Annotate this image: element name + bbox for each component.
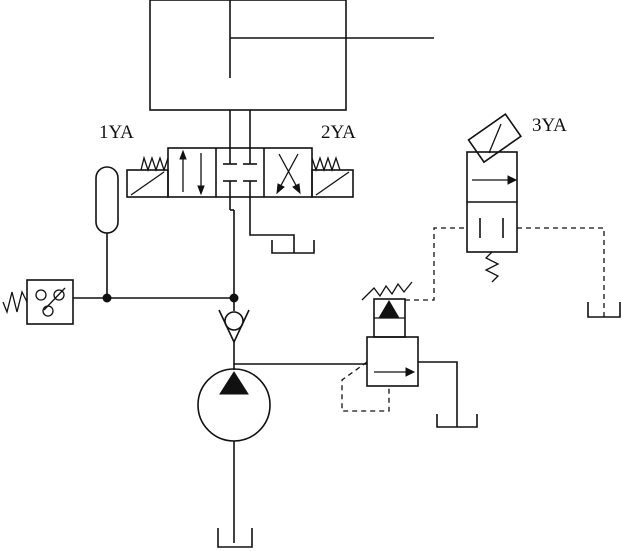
hydraulic-cylinder <box>149 0 434 111</box>
solenoid-valve-arrowhead-icon <box>507 175 518 185</box>
solenoid-valve-spring-icon <box>484 251 500 283</box>
solenoid-1ya-diagonal <box>130 171 165 196</box>
arrowhead-down-icon <box>197 185 205 196</box>
tank-3-icon <box>436 414 478 428</box>
spring-left-icon <box>140 155 169 173</box>
directional-valve-4-3 <box>126 147 354 198</box>
valve-body <box>167 147 313 198</box>
spring-right-icon <box>311 155 341 173</box>
tank-1-icon <box>271 240 315 254</box>
arrowhead-cross-2-icon <box>276 183 285 195</box>
junction-dot-accumulator <box>102 293 112 303</box>
tank-4-icon <box>587 302 621 318</box>
label-3ya: 3YA <box>532 115 567 136</box>
pump-triangle-icon <box>219 371 249 395</box>
label-1ya: 1YA <box>99 122 134 143</box>
solenoid-drain-dashed-line <box>517 227 605 317</box>
switch-lever <box>43 287 66 311</box>
solenoid-valve-3ya <box>466 113 621 318</box>
accumulator <box>95 166 119 298</box>
tank-2-icon <box>217 528 253 548</box>
switch-contact-2-icon <box>53 289 65 301</box>
valve-return-line <box>249 197 295 253</box>
pressure-switch-box <box>26 279 74 325</box>
relief-pilot-dashed-line <box>341 361 390 412</box>
cylinder-body <box>149 0 347 111</box>
check-valve-seat-icon <box>218 309 250 344</box>
relief-drain-line <box>418 361 458 427</box>
switch-contact-1-icon <box>35 289 47 301</box>
pilot-relief-valve <box>361 227 465 338</box>
relief-valve-body <box>366 336 419 387</box>
hydraulic-pump <box>197 368 271 548</box>
switch-contact-3-icon <box>42 305 54 317</box>
arrowhead-cross-1-icon <box>292 183 301 195</box>
valve-tank-return <box>249 197 315 254</box>
right-env-arrow-cross-2 <box>278 153 299 190</box>
label-2ya: 2YA <box>321 122 356 143</box>
pressure-switch-spring-icon <box>2 290 28 315</box>
solenoid-3ya-box <box>467 113 522 164</box>
pilot-relief-spring-icon <box>361 281 413 301</box>
relief-valve <box>341 336 478 428</box>
solenoid-2ya-diagonal <box>315 171 350 196</box>
check-valve <box>218 298 250 370</box>
arrowhead-up-icon <box>179 149 187 160</box>
accumulator-body <box>95 166 119 234</box>
relief-arrowhead-icon <box>405 367 416 377</box>
solenoid-3ya-diagonal <box>488 123 502 154</box>
pilot-relief-triangle-icon <box>378 300 400 319</box>
pilot-to-solenoid-dashed-line <box>405 227 465 301</box>
pressure-switch <box>2 279 74 325</box>
